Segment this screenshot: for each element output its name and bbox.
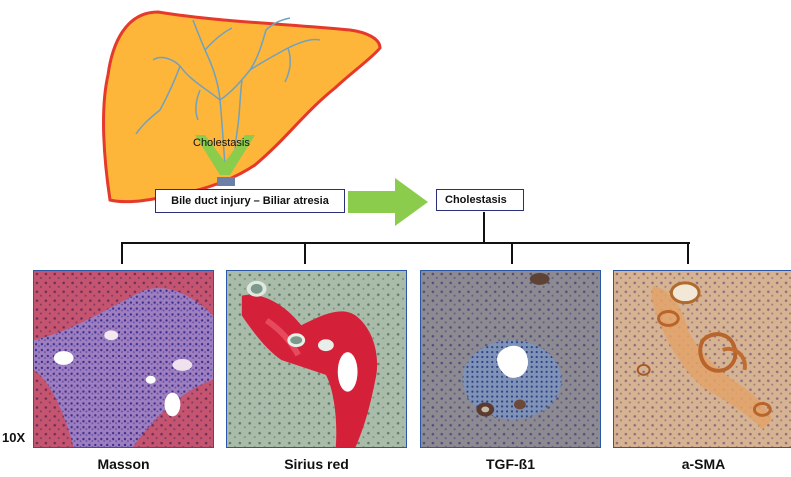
cholestasis-box: Cholestasis <box>436 189 524 211</box>
masson-image <box>34 271 213 447</box>
sirius-red-image <box>227 271 406 447</box>
masson-panel <box>33 270 214 448</box>
a-sma-panel <box>613 270 791 448</box>
a-sma-caption: a-SMA <box>681 456 726 472</box>
masson-caption: Masson <box>97 456 150 472</box>
tgf-b1-image <box>421 271 600 447</box>
sirius-red-caption: Sirius red <box>284 456 349 472</box>
duct-block <box>217 177 235 186</box>
sirius-red-panel <box>226 270 407 448</box>
tgf-b1-panel <box>420 270 601 448</box>
a-sma-image <box>614 271 791 447</box>
tree-connectors <box>121 212 690 264</box>
right-arrow <box>348 178 428 226</box>
cholestasis-funnel-arrow <box>195 135 255 175</box>
tgf-b1-caption: TGF-ß1 <box>486 456 535 472</box>
injury-box: Bile duct injury – Biliar atresia <box>155 189 345 213</box>
liver-shape <box>102 10 382 204</box>
magnification-label: 10X <box>2 430 26 445</box>
liver-cholestasis-label: Cholestasis <box>193 137 250 149</box>
